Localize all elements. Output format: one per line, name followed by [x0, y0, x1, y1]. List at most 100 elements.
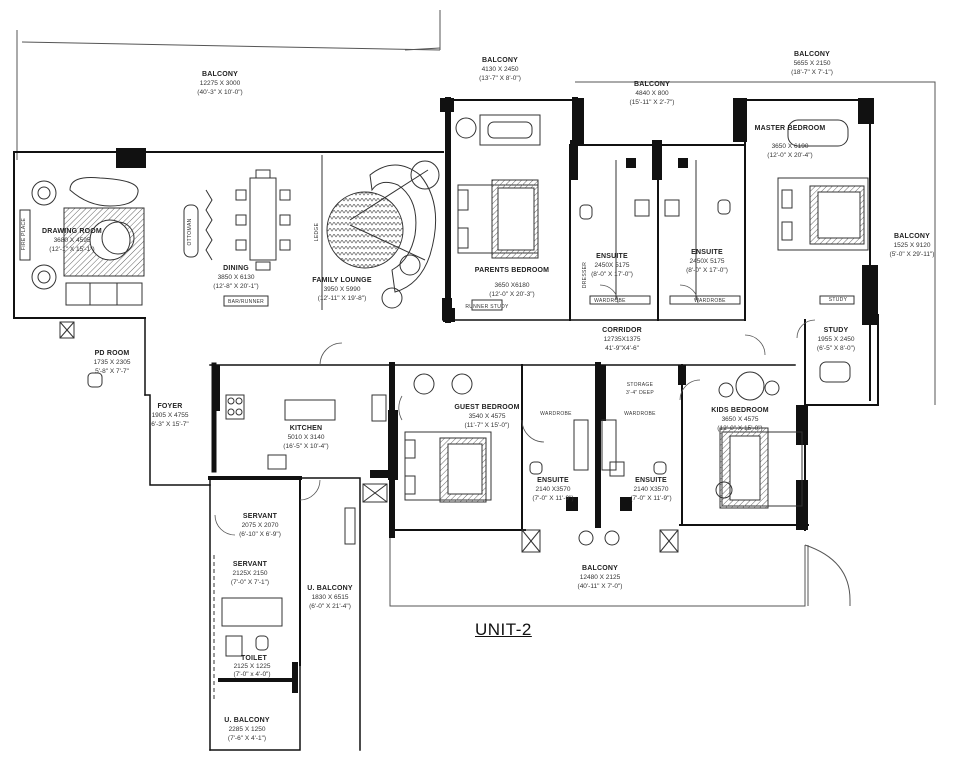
room-imperial-u-balcony-1: (6'-0" X 21'-4") — [309, 603, 351, 610]
storage-depth-label: 3'-4" DEEP — [626, 390, 654, 396]
room-name-study: STUDY — [824, 327, 849, 334]
room-dims-kitchen: 5010 X 3140 — [288, 434, 325, 441]
room-name-master-bedroom: MASTER BEDROOM — [755, 125, 826, 132]
room-name-ensuite-1: ENSUITE — [596, 253, 628, 260]
room-name-balcony-main: BALCONY — [202, 71, 238, 78]
room-name-balcony-bottom: BALCONY — [582, 565, 618, 572]
room-imperial-servant-1: (6'-10" X 6'-9") — [239, 531, 281, 538]
room-dims-foyer: 1905 X 4755 — [152, 412, 189, 419]
room-dims-study: 1955 X 2450 — [818, 336, 855, 343]
room-imperial-ensuite-1: (8'-0" X 17'-0") — [591, 271, 633, 278]
room-dims-balcony-master: 5655 X 2150 — [794, 60, 831, 67]
room-name-balcony-right: BALCONY — [894, 233, 930, 240]
room-name-u-balcony-2: U. BALCONY — [224, 717, 270, 724]
room-dims-family-lounge: 3950 X 5990 — [324, 286, 361, 293]
room-imperial-balcony-master: (18'-7" X 7'-1") — [791, 69, 833, 76]
room-name-toilet: TOILET — [241, 655, 267, 662]
ottoman-label: OTTOMAN — [187, 218, 193, 245]
balcony-outlines — [16, 10, 936, 607]
room-imperial-drawing-room: (12'-1" X 15'-1") — [49, 246, 94, 253]
room-imperial-balcony-ensuite: (15'-11" X 2'-7") — [630, 99, 675, 106]
room-dims-corridor: 12735X1375 — [604, 336, 641, 343]
ledge-label: LEDGE — [314, 222, 320, 241]
room-name-parents-bedroom: PARENTS BEDROOM — [475, 267, 549, 274]
room-name-ensuite-3: ENSUITE — [537, 477, 569, 484]
room-name-guest-bedroom: GUEST BEDROOM — [454, 404, 519, 411]
room-labels: BALCONY 12275 X 3000 (40'-3" X 10'-0") B… — [42, 51, 934, 742]
room-imperial-servant-2: (7'-0" X 7'-1") — [231, 579, 269, 586]
room-dims-parents-bedroom: 3650 X6180 — [494, 282, 529, 289]
room-dims-balcony-parents: 4130 X 2450 — [482, 66, 519, 73]
dresser-label: DRESSER — [582, 262, 588, 288]
storage-label: STORAGE — [627, 382, 654, 388]
room-imperial-balcony-parents: (13'-7" X 8'-0") — [479, 75, 521, 82]
room-dims-u-balcony-2: 2285 X 1250 — [229, 726, 266, 733]
room-imperial-pd-room: 5'-8" X 7'-7" — [95, 368, 130, 375]
room-name-balcony-ensuite: BALCONY — [634, 81, 670, 88]
room-imperial-kitchen: (16'-5" X 10'-4") — [283, 443, 328, 450]
room-imperial-corridor: 41'-9"X4'-6" — [605, 345, 640, 352]
room-imperial-balcony-main: (40'-3" X 10'-0") — [197, 89, 242, 96]
room-name-family-lounge: FAMILY LOUNGE — [312, 277, 372, 284]
room-imperial-foyer: 6'-3" X 15'-7" — [151, 421, 189, 428]
door-swings — [214, 284, 816, 536]
room-name-balcony-parents: BALCONY — [482, 57, 518, 64]
room-dims-balcony-main: 12275 X 3000 — [200, 80, 241, 87]
room-name-ensuite-4: ENSUITE — [635, 477, 667, 484]
room-imperial-balcony-bottom: (40'-11" X 7'-0") — [578, 583, 623, 590]
room-dims-ensuite-4: 2140 X3570 — [633, 486, 668, 493]
room-name-u-balcony-1: U. BALCONY — [307, 585, 353, 592]
room-dims-guest-bedroom: 3540 X 4575 — [469, 413, 506, 420]
room-imperial-ensuite-2: (8'-0" X 17'-0") — [686, 267, 728, 274]
room-dims-balcony-right: 1525 X 9120 — [894, 242, 931, 249]
room-name-kitchen: KITCHEN — [290, 425, 323, 432]
room-dims-servant-2: 2125X 2150 — [232, 570, 267, 577]
room-dims-servant-1: 2075 X 2070 — [242, 522, 279, 529]
room-name-corridor: CORRIDOR — [602, 327, 642, 334]
room-name-foyer: FOYER — [157, 403, 182, 410]
wardrobe-label-3: WARDROBE — [540, 411, 572, 417]
fixture-labels: OTTOMAN FIRE PLACE LEDGE BAR/RUNNER RUNN… — [21, 218, 847, 417]
room-name-balcony-master: BALCONY — [794, 51, 830, 58]
wardrobe-label-2: WARDROBE — [694, 298, 726, 304]
room-dims-toilet: 2125 X 1225 — [234, 663, 271, 670]
room-dims-master-bedroom: 3650 X 6190 — [772, 143, 809, 150]
room-imperial-master-bedroom: (12'-0" X 20'-4") — [767, 152, 812, 159]
room-imperial-u-balcony-2: (7'-6" X 4'-1") — [228, 735, 266, 742]
room-imperial-family-lounge: (12'-11" X 19'-8") — [318, 295, 367, 302]
room-imperial-dining: (12'-8" X 20'-1") — [213, 283, 258, 290]
room-dims-ensuite-2: 2450X 5175 — [689, 258, 724, 265]
room-dims-u-balcony-1: 1830 X 6515 — [312, 594, 349, 601]
room-imperial-toilet: (7'-0" x 4'-0") — [233, 671, 270, 678]
room-dims-balcony-ensuite: 4840 X 800 — [635, 90, 669, 97]
room-dims-ensuite-1: 2450X 5175 — [594, 262, 629, 269]
columns — [116, 98, 878, 530]
room-imperial-guest-bedroom: (11'-7" X 15'-0") — [465, 422, 510, 429]
room-imperial-parents-bedroom: (12'-0" X 20'-3") — [489, 291, 534, 298]
room-dims-drawing-room: 3680 X 4595 — [54, 237, 91, 244]
room-dims-kids-bedroom: 3650 X 4575 — [722, 416, 759, 423]
room-imperial-balcony-right: (5'-0" X 29'-11") — [890, 251, 935, 258]
room-imperial-study: (6'-5" X 8'-0") — [817, 345, 855, 352]
wardrobe-label-4: WARDROBE — [624, 411, 656, 417]
room-name-kids-bedroom: KIDS BEDROOM — [711, 407, 769, 414]
room-dims-pd-room: 1735 X 2305 — [94, 359, 131, 366]
room-imperial-kids-bedroom: (12'-0" X 15'-0") — [717, 425, 762, 432]
room-imperial-ensuite-3: (7'-0" X 11'-9") — [532, 495, 573, 502]
wardrobe-label-1: WARDROBE — [594, 298, 626, 304]
unit-title: UNIT-2 — [475, 620, 532, 639]
bar-runner-label: BAR/RUNNER — [228, 299, 264, 305]
room-dims-dining: 3850 X 6130 — [218, 274, 255, 281]
furniture — [19, 114, 869, 700]
room-dims-balcony-bottom: 12480 X 2125 — [580, 574, 621, 581]
runner-study-label: RUNNER STUDY — [465, 304, 509, 310]
room-name-drawing-room: DRAWING ROOM — [42, 228, 102, 235]
room-name-dining: DINING — [223, 265, 249, 272]
room-name-ensuite-2: ENSUITE — [691, 249, 723, 256]
fireplace-label: FIRE PLACE — [21, 218, 27, 251]
room-name-servant-1: SERVANT — [243, 513, 278, 520]
room-imperial-ensuite-4: (7'-0" X 11'-9") — [630, 495, 671, 502]
room-name-servant-2: SERVANT — [233, 561, 268, 568]
room-name-pd-room: PD ROOM — [95, 350, 130, 357]
